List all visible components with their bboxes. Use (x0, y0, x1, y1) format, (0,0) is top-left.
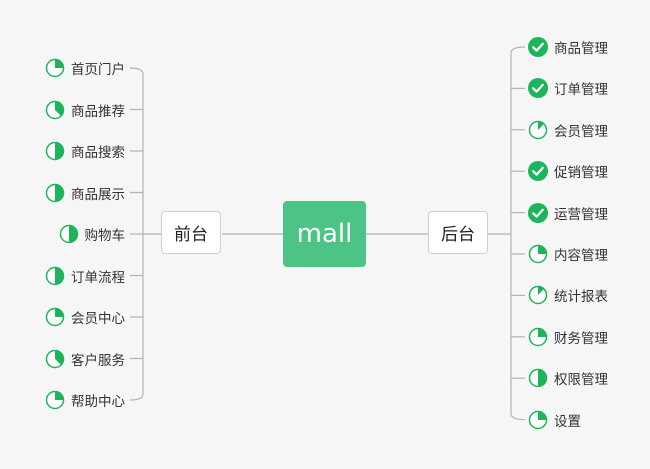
progress-icon (528, 120, 548, 140)
backend-leaf-item[interactable]: 设置 (528, 409, 581, 431)
check-circle-icon (528, 78, 548, 99)
backend-leaf-item[interactable]: 订单管理 (528, 77, 608, 99)
progress-icon (45, 58, 65, 78)
leaf-label: 购物车 (84, 228, 126, 244)
leaf-label: 统计报表 (554, 289, 608, 306)
leaf-label: 设置 (554, 413, 581, 430)
frontend-leaf-item[interactable]: 首页门户 (45, 57, 125, 79)
leaf-label: 客户服务 (71, 352, 125, 369)
leaf-label: 帮助中心 (71, 394, 125, 410)
leaf-label: 财务管理 (554, 330, 608, 347)
backend-leaf-item[interactable]: 商品管理 (528, 36, 608, 58)
branch-node-frontend[interactable]: 前台 (161, 211, 221, 254)
leaf-label: 权限管理 (554, 372, 608, 389)
progress-icon (45, 141, 65, 161)
branch-node-backend[interactable]: 后台 (428, 211, 488, 254)
connector-line (129, 67, 144, 75)
leaf-label: 商品展示 (71, 186, 125, 203)
leaf-label: 首页门户 (71, 62, 125, 78)
branch-node-label: 前台 (174, 225, 208, 245)
frontend-leaf-item[interactable]: 商品推荐 (45, 99, 125, 121)
frontend-leaf-item[interactable]: 商品搜索 (45, 140, 125, 162)
progress-icon (528, 327, 548, 347)
leaf-label: 运营管理 (554, 206, 608, 223)
leaf-label: 促销管理 (554, 165, 608, 182)
central-node-label: mall (296, 219, 353, 249)
leaf-label: 订单管理 (554, 82, 608, 99)
leaf-label: 会员中心 (71, 311, 125, 327)
progress-icon (528, 410, 548, 430)
frontend-leaf-item[interactable]: 购物车 (59, 223, 126, 245)
progress-icon (528, 285, 548, 305)
backend-leaf-item[interactable]: 内容管理 (528, 243, 608, 265)
leaf-label: 商品管理 (554, 41, 608, 57)
progress-icon (45, 390, 65, 410)
leaf-label: 商品推荐 (71, 103, 125, 120)
backend-leaf-item[interactable]: 权限管理 (528, 367, 608, 389)
branch-node-label: 后台 (441, 225, 475, 245)
progress-icon (528, 368, 548, 388)
backend-leaf-item[interactable]: 财务管理 (528, 326, 608, 348)
leaf-label: 订单流程 (71, 269, 125, 286)
backend-leaf-item[interactable]: 会员管理 (528, 119, 608, 141)
progress-icon (45, 349, 65, 369)
connector-line (510, 46, 526, 54)
check-circle-icon (528, 161, 548, 182)
progress-icon (528, 244, 548, 264)
leaf-label: 商品搜索 (71, 145, 125, 161)
frontend-leaf-item[interactable]: 客户服务 (45, 348, 125, 370)
frontend-leaf-item[interactable]: 商品展示 (45, 182, 125, 204)
progress-icon (59, 224, 79, 244)
progress-icon (45, 266, 65, 286)
progress-icon (45, 183, 65, 203)
connector-line (510, 413, 526, 421)
leaf-label: 内容管理 (554, 248, 608, 264)
frontend-leaf-item[interactable]: 帮助中心 (45, 389, 125, 411)
backend-leaf-item[interactable]: 运营管理 (528, 202, 608, 224)
backend-leaf-item[interactable]: 统计报表 (528, 284, 608, 306)
frontend-leaf-item[interactable]: 会员中心 (45, 306, 125, 328)
backend-leaf-item[interactable]: 促销管理 (528, 160, 608, 182)
progress-icon (45, 100, 65, 120)
check-circle-icon (528, 202, 548, 223)
connector-line (129, 393, 144, 401)
leaf-label: 会员管理 (554, 123, 608, 140)
progress-icon (45, 307, 65, 327)
check-circle-icon (528, 37, 548, 57)
central-node-mall[interactable]: mall (283, 201, 366, 267)
frontend-leaf-item[interactable]: 订单流程 (45, 265, 125, 287)
